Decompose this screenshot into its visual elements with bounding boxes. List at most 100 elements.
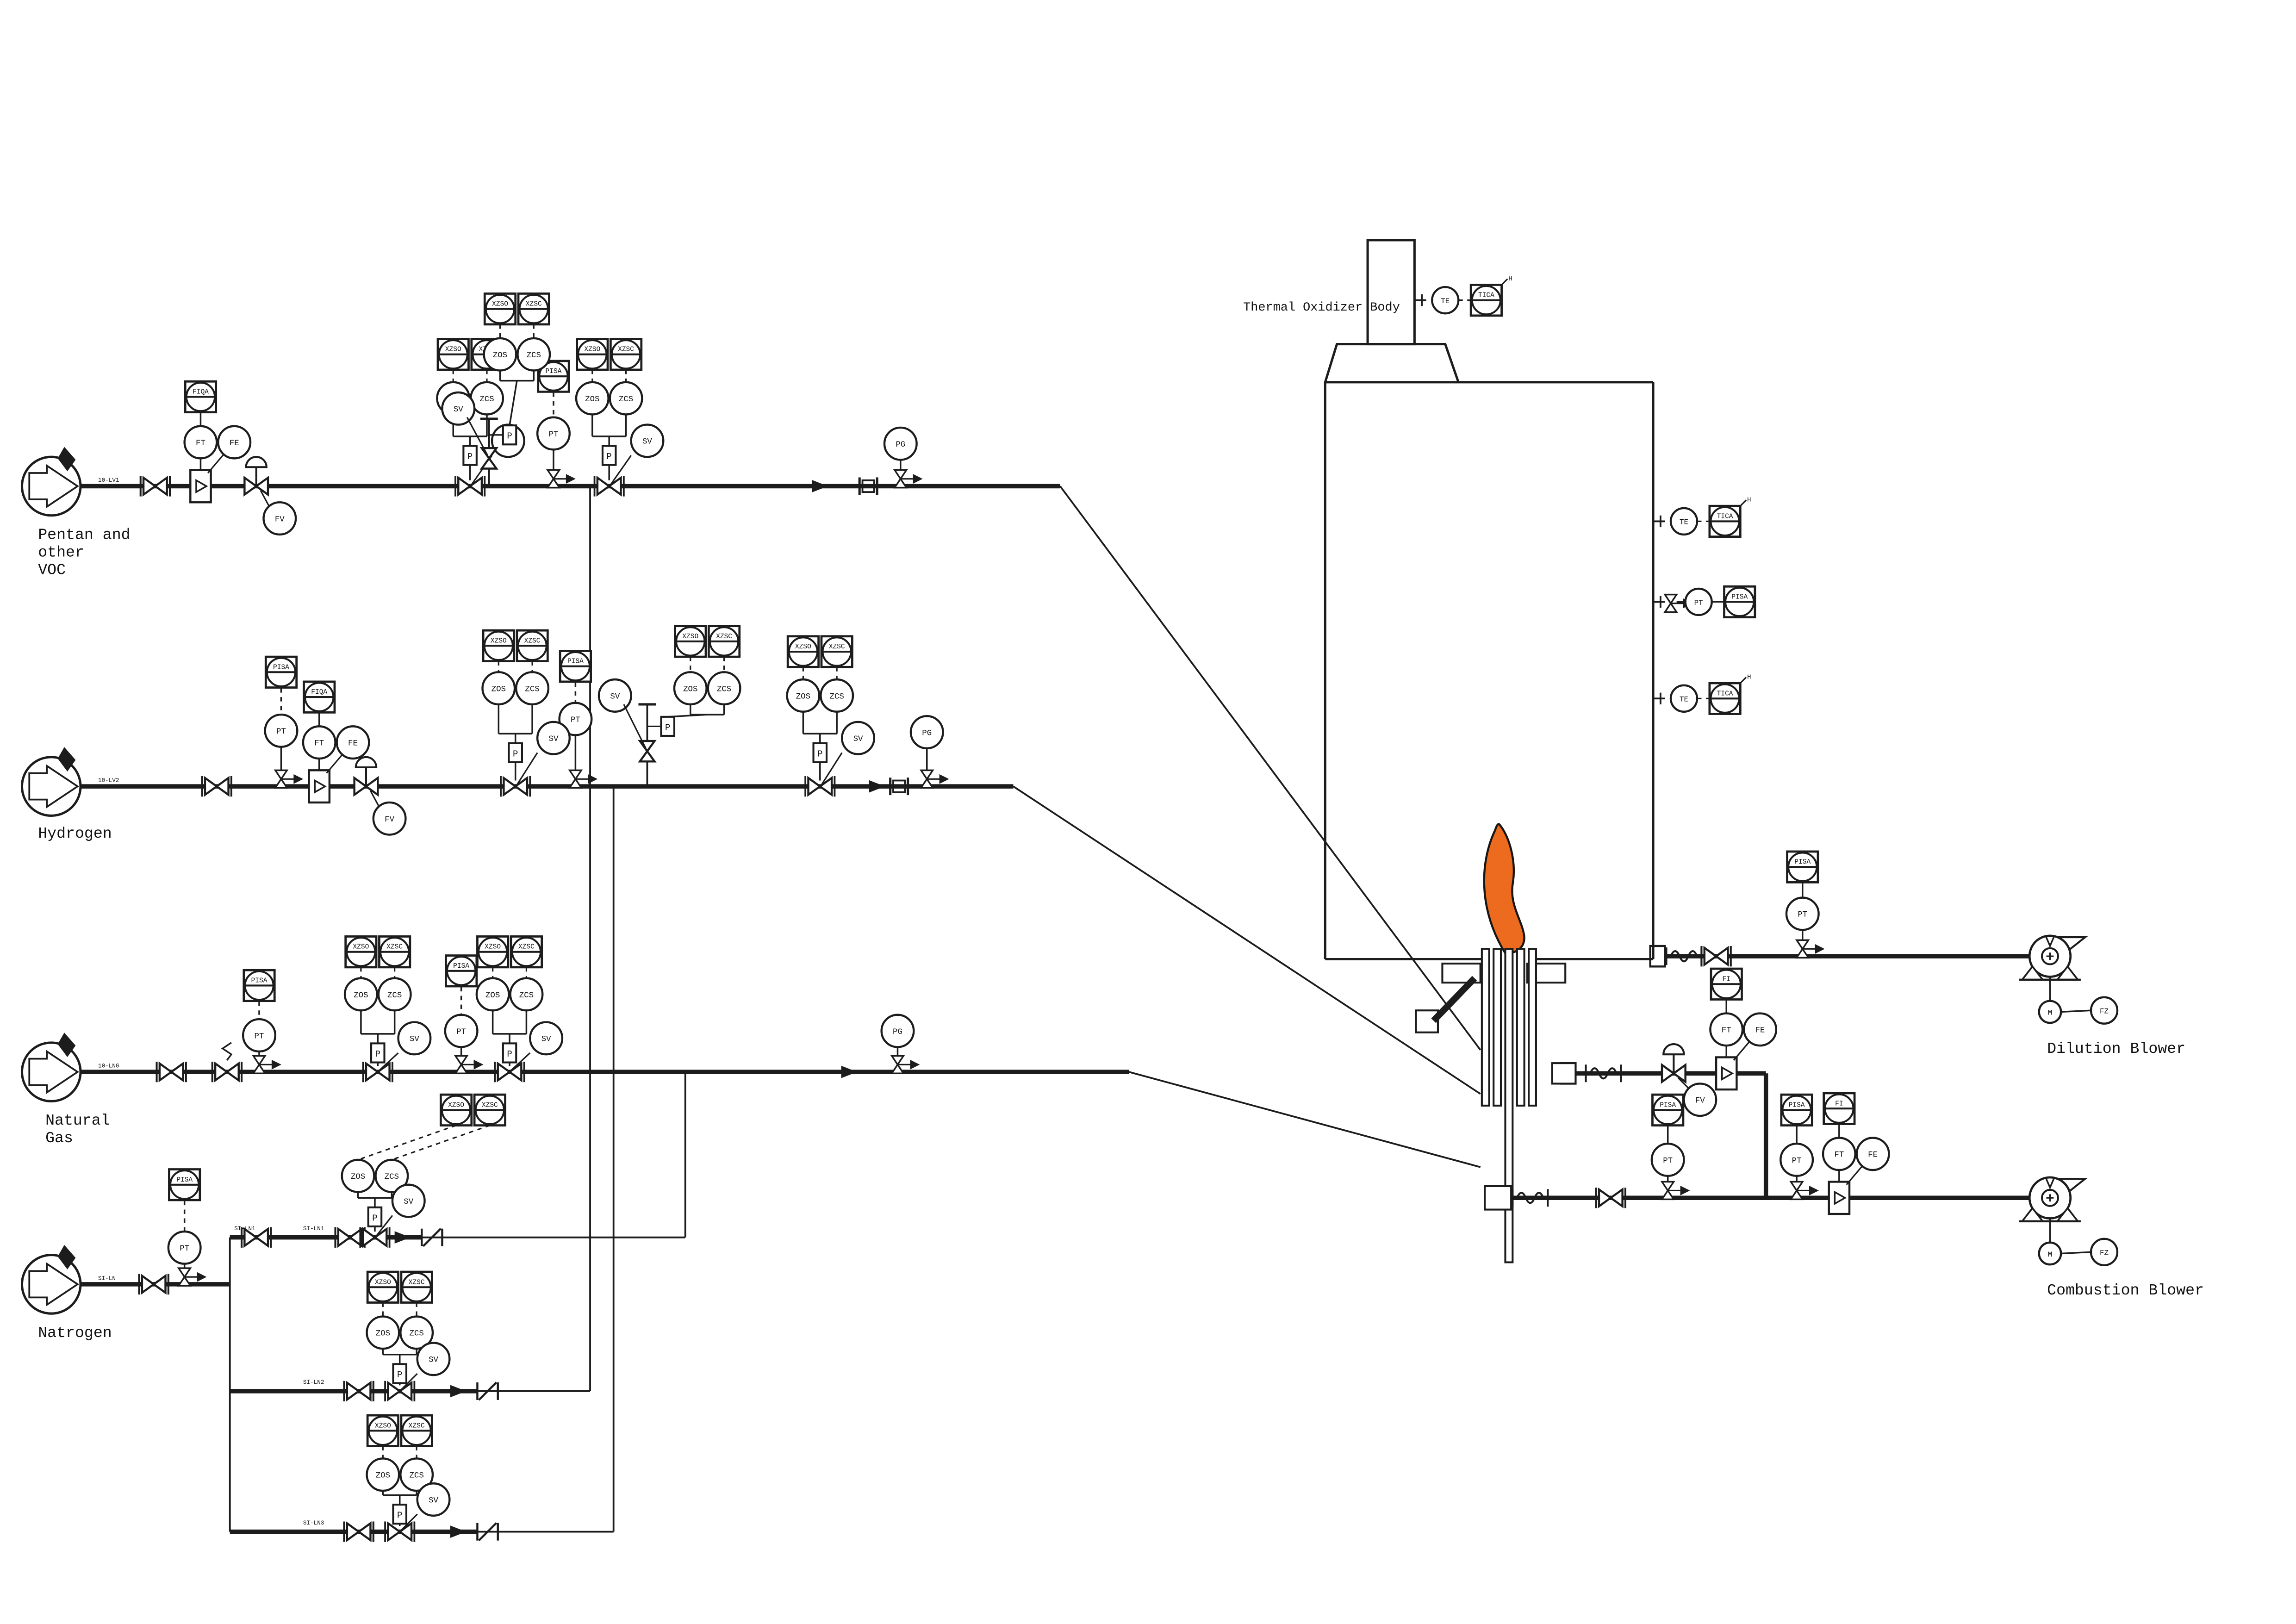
burner-part <box>1504 948 1514 1263</box>
valve-body <box>141 1274 167 1295</box>
source-label: other <box>38 543 84 561</box>
valve-body <box>638 740 657 763</box>
pilot-box <box>601 445 617 466</box>
xzsc-tag: XZSC <box>526 301 542 308</box>
pg-bubble <box>909 715 944 750</box>
fi-tag: FI <box>1723 976 1730 983</box>
gate-valve <box>201 776 232 797</box>
needle-valve <box>274 769 304 789</box>
tica-tag: TICA <box>1478 292 1494 299</box>
line-tag: 10-LV2 <box>98 777 119 784</box>
flow-arrow <box>869 780 885 793</box>
pisa-tag: PISA <box>176 1176 193 1184</box>
pilot-box <box>392 1363 408 1384</box>
xzsc-tag: XZSC <box>409 1422 425 1430</box>
fe-tag: FE <box>348 740 358 748</box>
svg-text:P: P <box>817 749 822 759</box>
fe-tag: FE <box>230 439 239 448</box>
stack <box>1366 239 1416 346</box>
gate-valve <box>240 1227 272 1248</box>
valve-body <box>204 776 230 797</box>
pt-tag: PT <box>571 716 580 725</box>
zcs-bubble <box>516 337 551 372</box>
valve-body <box>479 447 499 470</box>
pt-tag: PT <box>180 1244 189 1253</box>
source-label: Natural <box>45 1112 110 1129</box>
valve-body <box>362 1227 388 1248</box>
valve-body <box>243 475 269 497</box>
xzso-tag: XZSO <box>375 1279 391 1286</box>
sv-bubble <box>416 1342 451 1376</box>
pilot-box <box>392 1504 408 1525</box>
motor-tag: M <box>2048 1009 2052 1017</box>
pt-tag: PT <box>1792 1157 1802 1165</box>
sv-bubble <box>441 391 476 426</box>
oxidizer-label: Thermal Oxidizer Body <box>1243 301 1400 315</box>
needle-valve <box>919 769 949 789</box>
valve-body <box>503 776 529 797</box>
source-label: Gas <box>45 1129 73 1147</box>
line-tag: SI-LN1 <box>303 1225 324 1232</box>
high-flag: H <box>1508 275 1512 283</box>
xzsc-tag: XZSC <box>386 944 403 951</box>
svg-text:P: P <box>467 452 473 462</box>
zos-tag: ZOS <box>683 685 697 694</box>
pt-tag: PT <box>456 1028 466 1037</box>
sv-bubble <box>416 1482 451 1517</box>
pressure-gauge-tap: PG <box>880 1014 920 1075</box>
fi-tag: FI <box>1835 1100 1843 1108</box>
gate-valve <box>1700 946 1732 967</box>
sv-bubble <box>630 423 665 458</box>
gate-valve <box>343 1521 374 1543</box>
sv-tag: SV <box>429 1356 438 1365</box>
zos-tag: ZOS <box>376 1472 390 1481</box>
xzsc-tag: XZSC <box>482 1101 498 1109</box>
needle-valve <box>1660 1181 1690 1201</box>
fv-bubble <box>262 501 297 536</box>
thermal-oxidizer: Thermal Oxidizer Body <box>1243 239 1655 1263</box>
valve-body <box>346 1521 372 1543</box>
needle-valve <box>1789 1181 1819 1201</box>
valve-body <box>497 1061 523 1083</box>
needle-valve <box>177 1267 207 1287</box>
svg-text:P: P <box>507 1049 512 1059</box>
pisa-tag: PISA <box>545 368 561 375</box>
flow-arrow <box>450 1525 467 1538</box>
pisa-tag: PISA <box>273 664 289 671</box>
blower-label: Dilution Blower <box>2047 1040 2185 1058</box>
te-tag: TE <box>1441 297 1450 305</box>
valve-body <box>596 475 622 497</box>
xzso-tag: XZSO <box>491 637 507 645</box>
pisa-tag: PISA <box>251 977 268 984</box>
line-tag: 10-LNG <box>98 1063 119 1070</box>
source-label: Natrogen <box>38 1324 112 1342</box>
tica-tag: TICA <box>1717 690 1733 697</box>
valve-body <box>1598 1187 1624 1208</box>
burner-part <box>1516 948 1525 1107</box>
svg-text:P: P <box>375 1049 380 1059</box>
xzso-tag: XZSO <box>485 944 501 951</box>
zcs-tag: ZCS <box>527 351 541 360</box>
zos-tag: ZOS <box>351 1173 365 1182</box>
ft-tag: FT <box>1834 1151 1844 1160</box>
pg-tag: PG <box>893 1028 902 1037</box>
pt-tag: PT <box>1798 911 1807 920</box>
zos-tag: ZOS <box>376 1330 390 1338</box>
ft-tag: FT <box>314 740 324 748</box>
sv-tag: SV <box>454 405 463 414</box>
diaphragm-actuator <box>355 756 378 769</box>
valve-body <box>158 1061 184 1083</box>
